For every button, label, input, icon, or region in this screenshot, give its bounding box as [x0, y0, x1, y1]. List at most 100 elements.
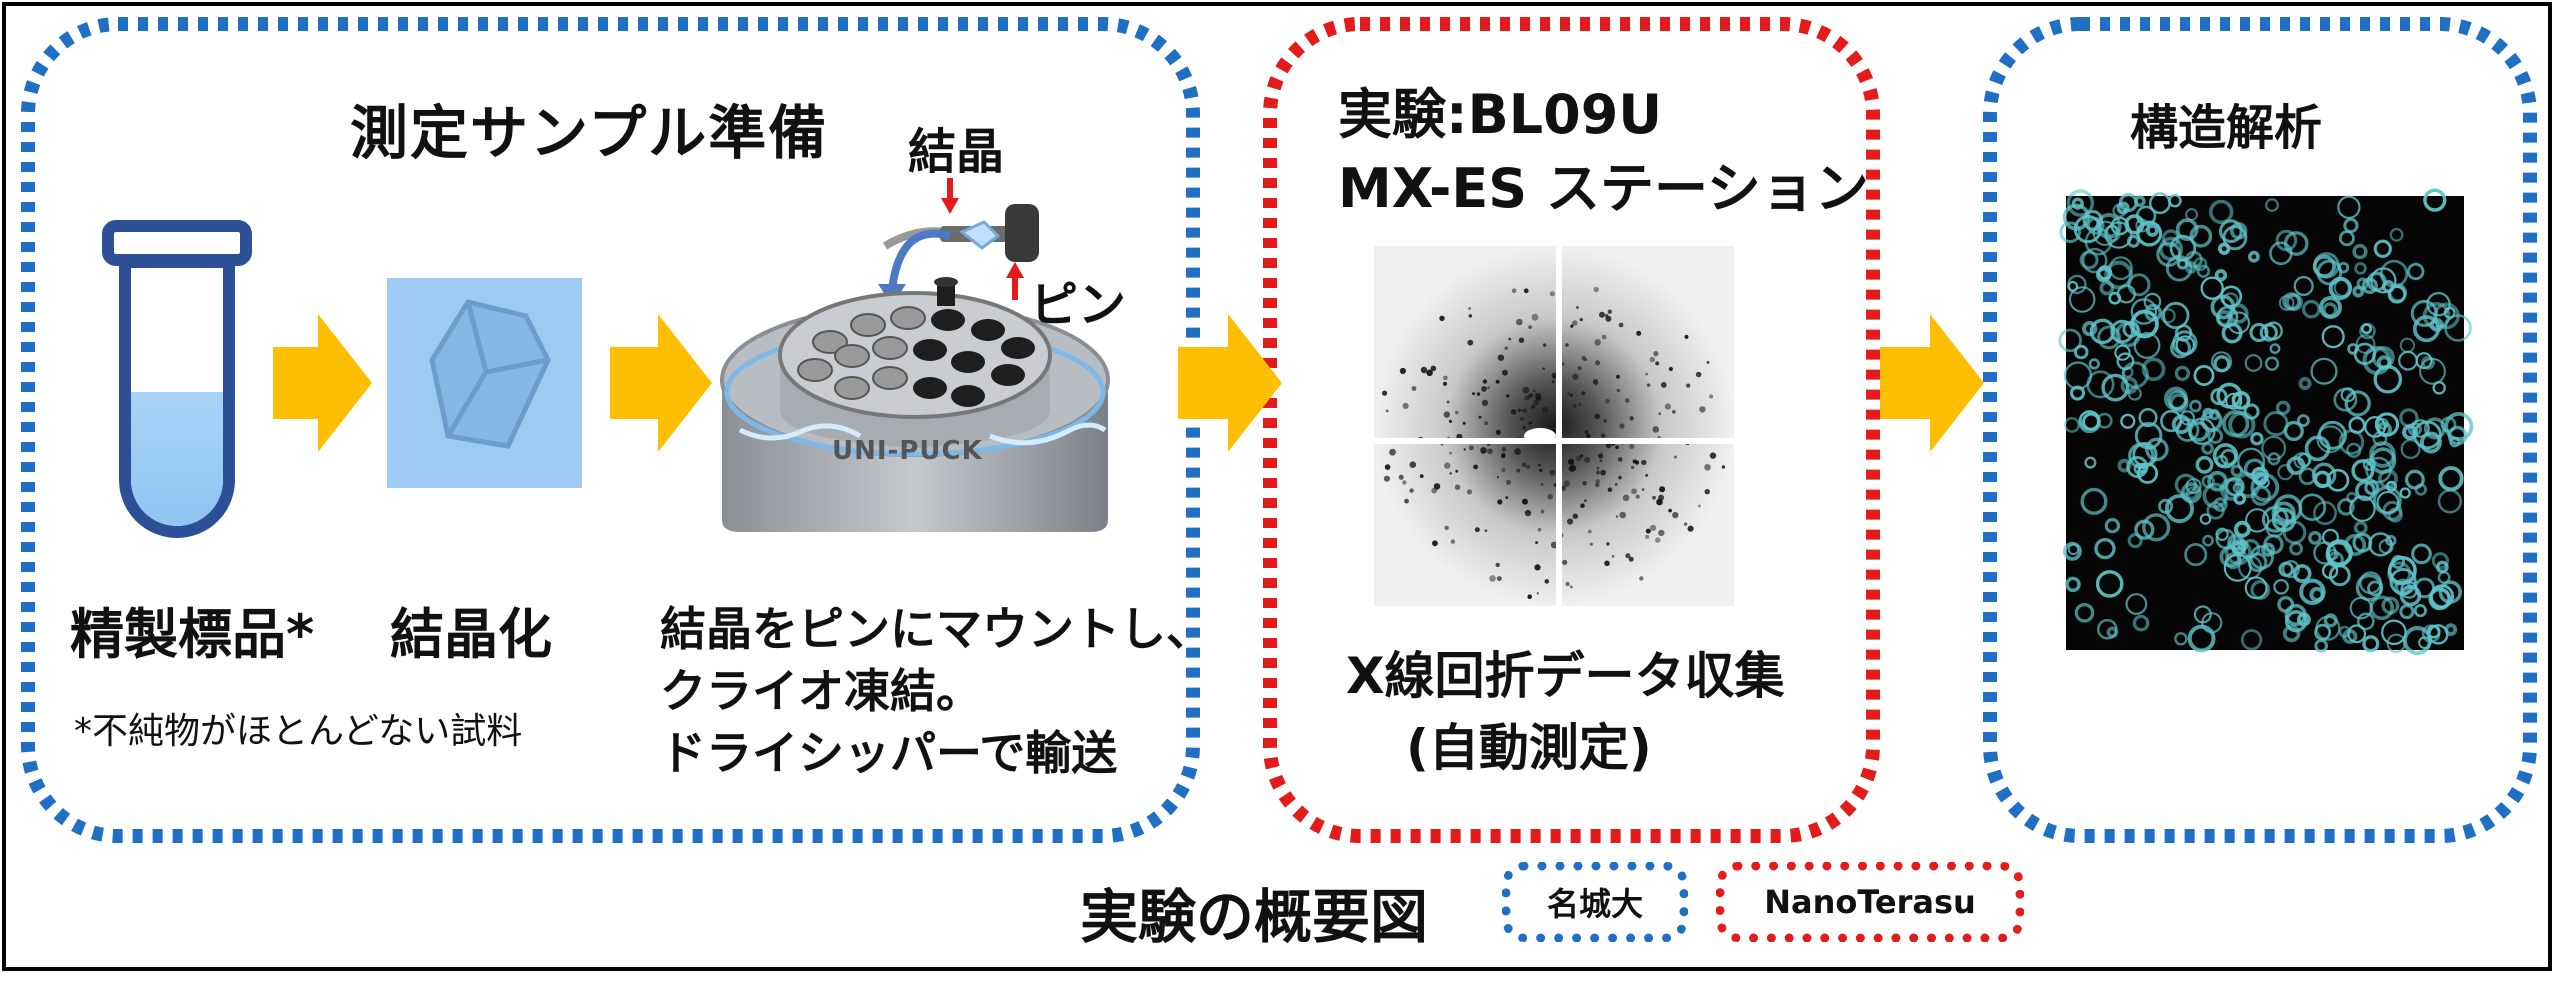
density-blob [2096, 618, 2118, 640]
diffraction-spot [1522, 386, 1530, 394]
diffraction-spot [1593, 286, 1599, 293]
diffraction-spot [1684, 334, 1689, 339]
density-blob [2138, 408, 2158, 428]
diffraction-spot [1430, 365, 1437, 372]
density-blob [2278, 561, 2294, 577]
diffraction-spot [1539, 468, 1543, 472]
diffraction-spot [1524, 509, 1532, 517]
diffraction-spot [1466, 489, 1473, 495]
density-blob [2321, 325, 2345, 349]
density-blob [2069, 385, 2086, 401]
density-blob [2089, 318, 2116, 345]
diffraction-spot [1683, 522, 1688, 526]
density-blob [2213, 497, 2228, 512]
density-blob [2282, 520, 2307, 545]
density-blob [2431, 552, 2450, 570]
diffraction-spot [1542, 343, 1547, 347]
diffraction-spot [1605, 313, 1609, 318]
diffraction-spot [1468, 307, 1471, 310]
diffraction-spot [1618, 322, 1624, 328]
diffraction-spot [1660, 382, 1667, 388]
prep-panel-title: 測定サンプル準備 [350, 99, 829, 167]
density-blob [2134, 422, 2163, 450]
diffraction-spot [1607, 487, 1613, 493]
diffraction-spot [1672, 410, 1676, 414]
density-blob [2101, 373, 2130, 402]
density-blob [2308, 531, 2322, 545]
diffraction-spot [1646, 383, 1651, 387]
diffraction-spot [1541, 406, 1549, 413]
diffraction-spot [1384, 464, 1391, 470]
diffraction-spot [1587, 529, 1592, 534]
diffraction-spot [1520, 417, 1524, 421]
density-blob [2296, 414, 2310, 428]
density-blob [2267, 452, 2281, 466]
density-blob [2103, 224, 2121, 243]
density-blob [2189, 399, 2202, 413]
density-blob [2389, 227, 2404, 242]
diffraction-spot [1476, 392, 1481, 396]
diffraction-spot [1600, 469, 1606, 476]
diffraction-spot [1625, 553, 1631, 559]
diffraction-spot [1544, 579, 1550, 584]
diffraction-spot [1531, 313, 1539, 321]
diffraction-spot [1542, 367, 1545, 371]
density-blob [2209, 199, 2234, 225]
density-blob [2084, 456, 2097, 469]
diffraction-spot [1592, 379, 1599, 385]
diffraction-spot [1402, 402, 1409, 409]
density-blob [2316, 425, 2345, 454]
diffraction-spot [1695, 371, 1702, 378]
diffraction-spot [1563, 480, 1571, 487]
density-blob [2213, 355, 2231, 373]
diffraction-spot [1521, 462, 1527, 468]
density-blob [2278, 295, 2295, 311]
diffraction-spot [1614, 483, 1618, 486]
diffraction-spot [1535, 541, 1539, 545]
density-blob [2185, 250, 2203, 269]
density-blob [2376, 490, 2400, 514]
pin-tag: ピン [1030, 277, 1127, 333]
density-blob [2399, 604, 2415, 620]
diffraction-spot [1706, 361, 1710, 364]
diffraction-spot [1502, 369, 1508, 376]
density-blob [2228, 411, 2256, 439]
puck-label: UNI-PUCK [832, 436, 983, 466]
density-blob [2174, 365, 2190, 381]
density-blob [2433, 302, 2460, 330]
diffraction-spot [1596, 466, 1600, 470]
density-blob [2426, 624, 2441, 639]
pin-icon [882, 204, 1039, 262]
density-blob [2230, 464, 2244, 478]
experiment-caption: X線回折データ収集 (自動測定) [1346, 640, 1785, 784]
diffraction-spot [1615, 515, 1619, 518]
density-blob [2229, 222, 2248, 240]
density-blob [2125, 593, 2148, 615]
diffraction-spot [1496, 476, 1500, 479]
density-blob [2298, 376, 2312, 391]
diffraction-spot [1528, 421, 1533, 425]
density-blob [2079, 410, 2100, 431]
diffraction-spot [1501, 446, 1507, 452]
diffraction-spot [1570, 585, 1573, 589]
diffraction-spot [1631, 465, 1635, 470]
diffraction-spot [1517, 408, 1522, 413]
density-blob [2399, 408, 2419, 428]
diffraction-spot [1522, 498, 1528, 505]
diffraction-spot [1580, 503, 1585, 509]
footer-title: 実験の概要図 [1080, 883, 1429, 951]
diffraction-spot [1709, 452, 1717, 459]
density-blob [2104, 260, 2134, 290]
density-blob [2421, 355, 2436, 370]
density-blob [2133, 332, 2161, 359]
density-blob [2283, 231, 2309, 256]
density-blob [2220, 448, 2237, 466]
density-blob [2355, 573, 2384, 602]
diffraction-spot [1474, 527, 1480, 533]
analysis-panel-border [1983, 17, 2537, 843]
density-blob [2058, 328, 2082, 353]
density-blob [2244, 354, 2263, 372]
diffraction-spot [1516, 318, 1523, 326]
density-blob [2208, 408, 2220, 421]
diffraction-spot [1598, 453, 1604, 459]
